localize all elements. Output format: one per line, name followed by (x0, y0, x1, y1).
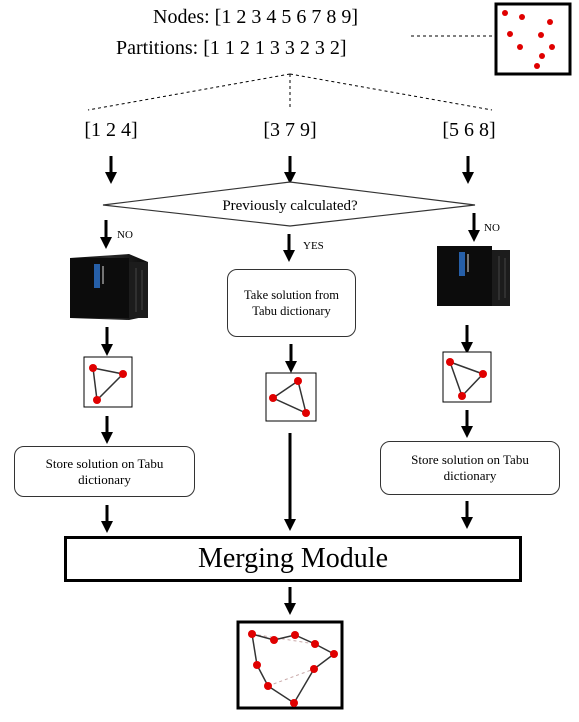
arrows-to-decision (105, 156, 474, 184)
quantum-computer-left-icon (70, 254, 148, 320)
nodes-label: Nodes: (153, 6, 210, 28)
graph-node (519, 14, 525, 20)
arrows-from-decision (100, 213, 480, 262)
merged-route-graph (236, 620, 344, 710)
graph-node (538, 32, 544, 38)
graph-node (549, 44, 555, 50)
graph-node (534, 63, 540, 69)
quantum-computer-right-icon (437, 246, 510, 306)
store-solution-left-box: Store solution on Tabu dictionary (14, 446, 195, 497)
group-label-3: [5 6 8] (442, 119, 496, 141)
triangle-subgraph-left (83, 356, 133, 408)
graph-node (517, 44, 523, 50)
partitions-line: Partitions: [1 1 2 1 3 3 2 3 2] (116, 37, 347, 60)
graph-node (507, 31, 513, 37)
tabu-lookup-box: Take solution from Tabu dictionary (227, 269, 356, 337)
arrows-to-store (101, 410, 473, 444)
graph-node (547, 19, 553, 25)
no-label-left: NO (117, 229, 133, 241)
decision-diamond (102, 181, 476, 227)
group-label-1: [1 2 4] (84, 119, 138, 141)
split-lines (87, 73, 493, 111)
nodes-value: [1 2 3 4 5 6 7 8 9] (214, 6, 358, 28)
no-label-right: NO (484, 222, 500, 234)
group-label-2: [3 7 9] (263, 119, 317, 141)
graph-node (539, 53, 545, 59)
store-solution-right-box: Store solution on Tabu dictionary (380, 441, 560, 495)
partitions-label: Partitions: (116, 37, 199, 59)
partitions-value: [1 1 2 1 3 3 2 3 2] (203, 37, 347, 59)
nodes-line: Nodes: [1 2 3 4 5 6 7 8 9] (153, 6, 358, 29)
arrows-to-triangles (101, 325, 473, 373)
triangle-subgraph-middle (265, 372, 317, 422)
merging-module-box: Merging Module (64, 536, 522, 582)
full-graph-box (494, 2, 572, 76)
triangle-subgraph-right (442, 351, 492, 403)
graph-node (502, 10, 508, 16)
decision-question: Previously calculated? (222, 198, 358, 214)
yes-label: YES (303, 240, 324, 252)
arrows-to-merge (101, 501, 473, 533)
